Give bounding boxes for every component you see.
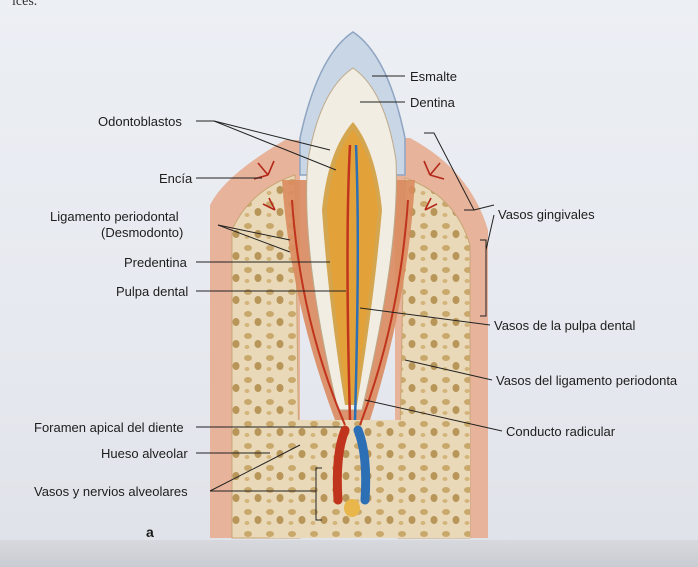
alveolar-nerve — [344, 499, 360, 517]
label-pulpa: Pulpa dental — [116, 284, 188, 299]
label-encia: Encía — [159, 171, 192, 186]
label-vasos-ligamento: Vasos del ligamento periodonta — [496, 373, 696, 388]
label-ligamento-line2: (Desmodonto) — [101, 225, 183, 240]
page-bottom-edge — [0, 540, 698, 567]
label-foramen: Foramen apical del diente — [34, 420, 184, 435]
label-predentina: Predentina — [124, 255, 187, 270]
label-dentina: Dentina — [410, 95, 455, 110]
label-esmalte: Esmalte — [410, 69, 457, 84]
label-vasos-nervios: Vasos y nervios alveolares — [34, 484, 188, 499]
label-ligamento-line1: Ligamento periodontal — [50, 209, 179, 224]
figure-letter: a — [146, 524, 154, 540]
label-vasos-gingivales: Vasos gingivales — [498, 207, 595, 222]
label-hueso: Hueso alveolar — [101, 446, 188, 461]
label-conducto: Conducto radicular — [506, 424, 615, 439]
label-vasos-pulpa: Vasos de la pulpa dental — [494, 318, 635, 333]
label-odontoblastos: Odontoblastos — [98, 114, 182, 129]
